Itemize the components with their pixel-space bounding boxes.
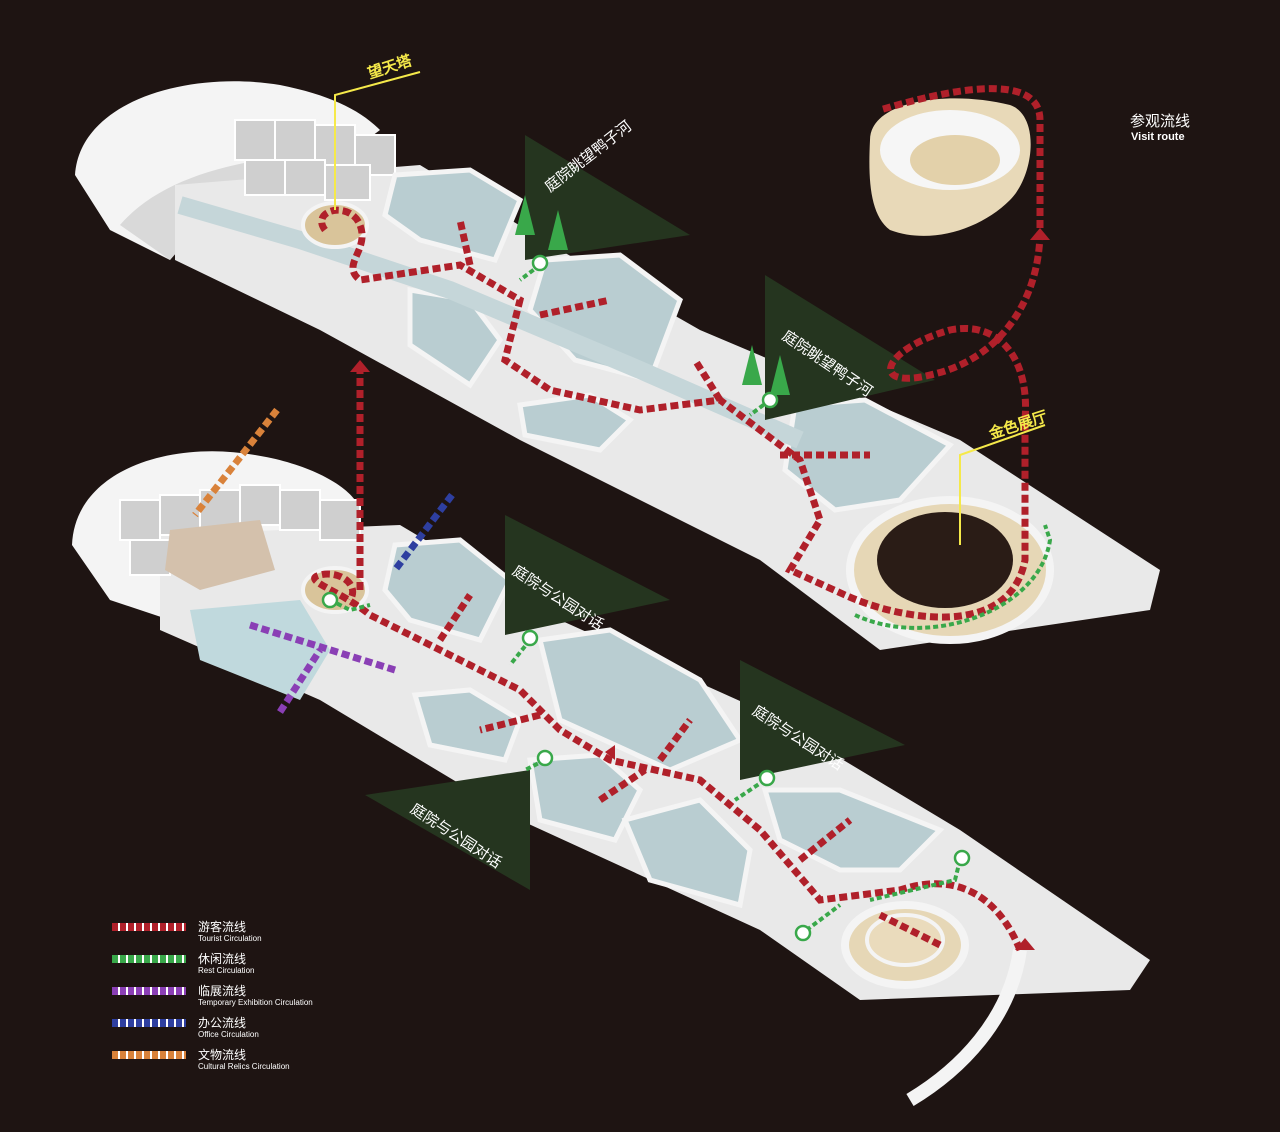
hall-leader — [959, 424, 1046, 545]
temporary-exhibition-route — [248, 621, 397, 714]
legend-label-cn: 游客流线 — [198, 920, 247, 934]
legend-label-en: Office Circulation — [198, 1030, 259, 1039]
temp-route-line — [277, 648, 323, 714]
rest-stop-icon — [536, 749, 554, 767]
office-route-line — [392, 492, 455, 573]
lower-floor-plan — [72, 451, 1150, 1107]
upper-trees — [515, 195, 790, 395]
rest-stop-icon — [758, 769, 776, 787]
rest-route-lower — [329, 598, 371, 613]
rest-stop-icon — [321, 591, 339, 609]
legend-label-cn: 休闲流线 — [198, 952, 247, 966]
rest-route-lower — [733, 778, 767, 802]
tower-leader — [334, 71, 421, 210]
arrow-icon — [1030, 228, 1050, 240]
lower-gallery-5 — [621, 797, 753, 909]
callout-leaders — [334, 71, 1046, 545]
upper-corridor — [177, 196, 804, 449]
rest-stop-icon — [521, 629, 539, 647]
legend-swatch — [112, 923, 186, 931]
garden-lower-a — [505, 515, 670, 635]
tree-icon — [548, 210, 568, 250]
upper-gardens — [525, 135, 935, 420]
arrow-icon — [1015, 938, 1035, 950]
rest-route-hall — [854, 524, 1053, 630]
garden-lower-c — [365, 770, 530, 890]
tourist-branch — [878, 911, 942, 949]
lower-gardens — [365, 515, 905, 890]
rest-stops — [321, 254, 971, 942]
tourist-route-upper — [318, 85, 1044, 621]
tourist-branch — [437, 593, 473, 642]
diagram-subtitle: Visit route — [1131, 131, 1185, 143]
legend-swatch — [112, 987, 186, 995]
tree-icon — [742, 345, 762, 385]
tourist-route-lower — [311, 570, 1024, 952]
legend-label-en: Tourist Circulation — [198, 934, 262, 943]
rest-stop-icon — [953, 849, 971, 867]
rest-stop-icon — [761, 391, 779, 409]
upper-gallery-1 — [382, 167, 524, 263]
tree-icon — [515, 195, 535, 235]
lower-entry-ramp — [906, 948, 1027, 1107]
lower-gallery-3 — [411, 687, 524, 763]
relics-route — [192, 407, 280, 518]
rest-route-lower — [508, 638, 532, 667]
office-route — [392, 492, 455, 573]
garden-upper-a — [525, 135, 690, 260]
tourist-branch — [797, 817, 853, 863]
arrow-icon — [350, 360, 370, 372]
lower-gallery-4 — [527, 752, 644, 843]
rest-stop-icon — [531, 254, 549, 272]
lower-gallery-1 — [382, 537, 514, 643]
legend-swatch — [112, 1019, 186, 1027]
legend-swatch — [112, 955, 186, 963]
rest-route-lower — [869, 859, 962, 902]
legend-label-cn: 文物流线 — [198, 1048, 247, 1062]
tourist-branch — [657, 717, 693, 763]
rest-stop-icon — [794, 924, 812, 942]
arrow-icon — [605, 745, 615, 760]
legend-label-en: Cultural Relics Circulation — [198, 1062, 290, 1071]
tourist-branch — [456, 219, 474, 266]
lower-rotunda-inner — [865, 913, 945, 967]
legend-label-en: Temporary Exhibition Circulation — [198, 998, 313, 1007]
lower-relics-room — [165, 520, 275, 590]
top-tower-core — [910, 135, 1000, 185]
legend-label-cn: 办公流线 — [198, 1016, 247, 1030]
lower-temp-hall — [190, 600, 330, 700]
upper-floor-plan — [75, 81, 1160, 650]
tourist-branch — [598, 767, 647, 803]
legend-label-cn: 临展流线 — [198, 984, 247, 998]
legend-swatch — [112, 1051, 186, 1059]
legend-label-en: Rest Circulation — [198, 966, 255, 975]
tree-icon — [770, 355, 790, 395]
temp-route-line — [248, 621, 397, 674]
lower-office-grid — [119, 484, 361, 576]
tourist-branch — [692, 358, 723, 402]
tourist-route — [311, 85, 1044, 952]
relics-route-line — [192, 407, 280, 518]
upper-gold-hall-inner — [877, 512, 1013, 608]
tourist-branch — [479, 711, 541, 734]
tourist-arrowheads — [350, 228, 1050, 950]
diagram-title: 参观流线 — [1130, 112, 1191, 130]
garden-upper-b — [765, 275, 935, 420]
garden-lower-b — [740, 660, 905, 780]
